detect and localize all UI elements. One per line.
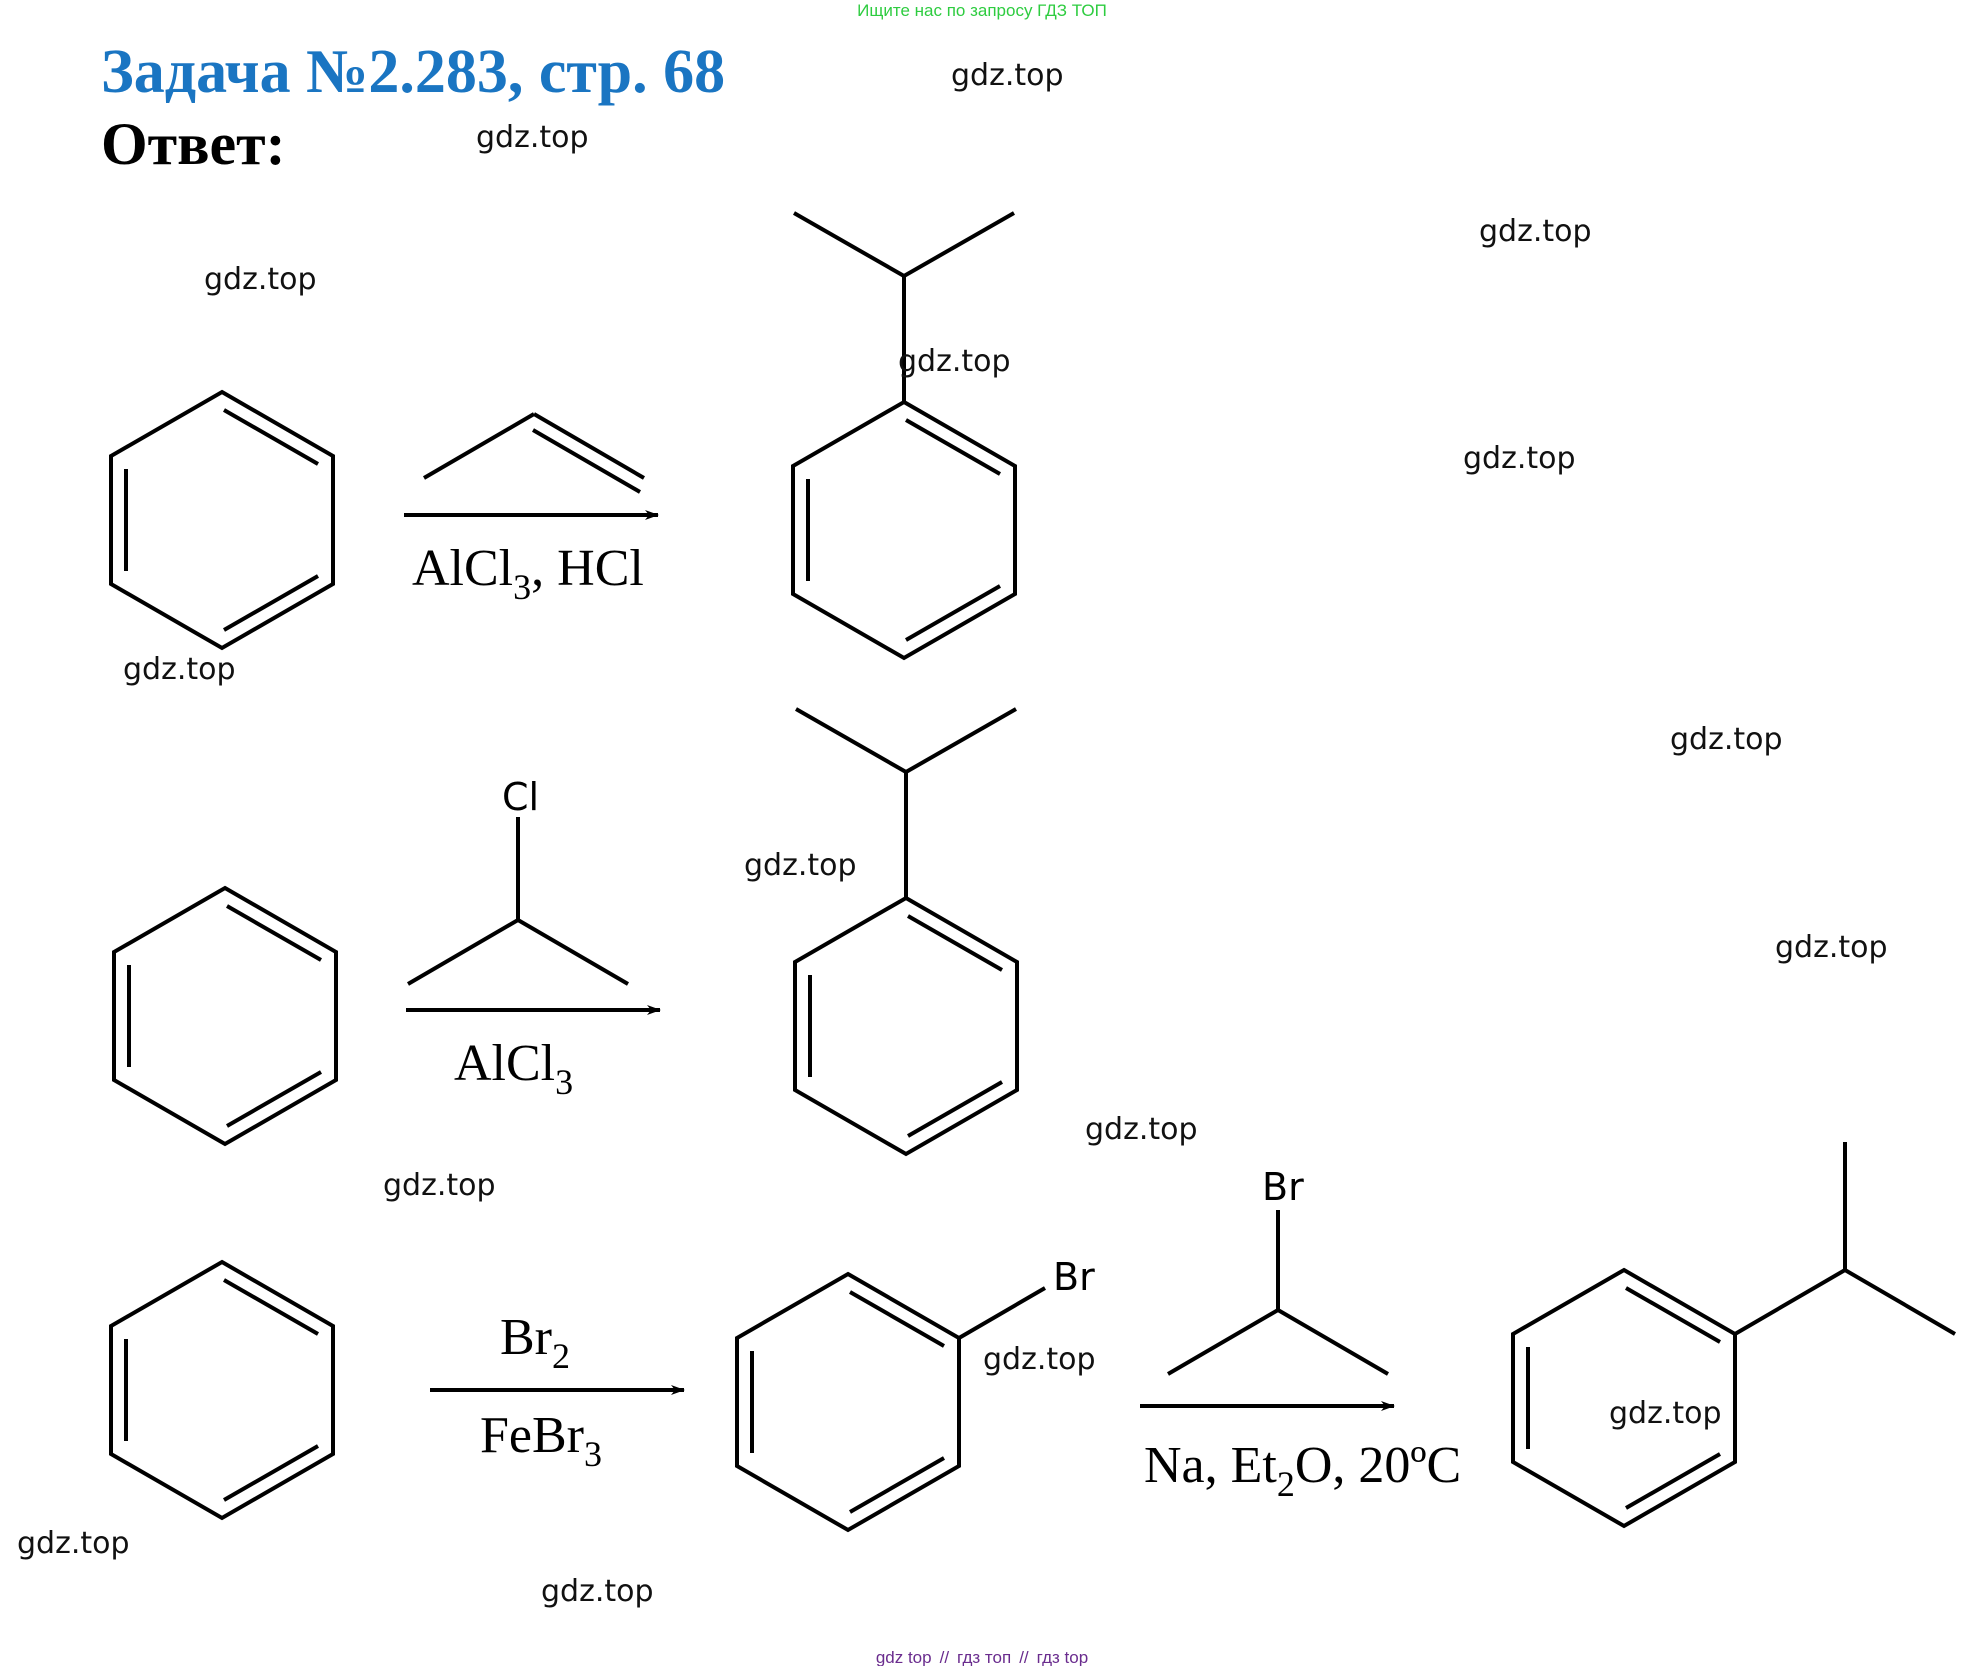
watermark: gdz.top bbox=[17, 1526, 130, 1561]
catalyst-label: FeBr3 bbox=[480, 1407, 602, 1474]
bromine-atom-label-product: Br bbox=[1053, 1255, 1095, 1299]
bromine-main: Br bbox=[500, 1309, 552, 1366]
footer-link-1[interactable]: gdz top bbox=[875, 1648, 932, 1666]
watermark: gdz.top bbox=[476, 120, 589, 155]
watermark: gdz.top bbox=[1085, 1112, 1198, 1147]
bromine-reagent-label: Br2 bbox=[500, 1309, 570, 1376]
bromobenzene-intermediate: Br bbox=[735, 1255, 1095, 1533]
wurtz-tail: O, 20ºC bbox=[1295, 1437, 1461, 1494]
watermark: gdz.top bbox=[744, 848, 857, 883]
isopropyl-chloride-reagent: Cl bbox=[406, 775, 630, 986]
watermark: gdz.top bbox=[383, 1168, 496, 1203]
footer-link-3[interactable]: гдз top bbox=[1036, 1648, 1089, 1666]
benzene-reactant-2 bbox=[112, 885, 338, 1147]
benzene-reactant-3 bbox=[109, 1259, 335, 1521]
bromine-atom-label-reagent: Br bbox=[1262, 1165, 1304, 1209]
wurtz-main: Na, Et bbox=[1144, 1437, 1277, 1494]
cumene-product-2 bbox=[793, 707, 1019, 1157]
footer-links: gdz top // гдз топ // гдз top bbox=[0, 1648, 1964, 1666]
footer-link-2[interactable]: гдз топ bbox=[957, 1648, 1012, 1666]
watermark: gdz.top bbox=[1670, 722, 1783, 757]
conditions-1-main: AlCl bbox=[412, 540, 513, 597]
cumene-product-1 bbox=[791, 211, 1017, 661]
footer-separator: // bbox=[939, 1648, 950, 1666]
chlorine-atom-label: Cl bbox=[502, 775, 539, 819]
propene-reagent bbox=[422, 412, 646, 494]
conditions-2: AlCl3 bbox=[454, 1035, 573, 1102]
task-title: Задача №2.283, стр. 68 bbox=[101, 38, 726, 106]
conditions-1-sub: 3 bbox=[513, 567, 531, 607]
watermark: gdz.top bbox=[123, 652, 236, 687]
watermark: gdz.top bbox=[1463, 441, 1576, 476]
watermark: gdz.top bbox=[1609, 1396, 1722, 1431]
watermark: gdz.top bbox=[1479, 214, 1592, 249]
conditions-2-main: AlCl bbox=[454, 1035, 555, 1092]
wurtz-fittig-conditions: Na, Et2O, 20ºC bbox=[1144, 1437, 1461, 1504]
cumene-product-3 bbox=[1511, 1142, 1957, 1529]
watermark: gdz.top bbox=[951, 58, 1064, 93]
watermark: gdz.top bbox=[983, 1342, 1096, 1377]
watermark: gdz.top bbox=[204, 262, 317, 297]
top-banner-link[interactable]: Ищите нас по запросу ГДЗ ТОП bbox=[857, 1, 1107, 20]
catalyst-sub: 3 bbox=[584, 1434, 602, 1474]
bromine-sub: 2 bbox=[552, 1336, 570, 1376]
catalyst-main: FeBr bbox=[480, 1407, 584, 1464]
watermark: gdz.top bbox=[541, 1574, 654, 1609]
footer-separator: // bbox=[1019, 1648, 1029, 1666]
answer-label: Ответ: bbox=[101, 111, 286, 177]
benzene-reactant-1 bbox=[109, 389, 335, 651]
conditions-2-sub: 3 bbox=[555, 1062, 573, 1102]
wurtz-sub: 2 bbox=[1277, 1464, 1295, 1504]
conditions-1: AlCl3, HCl bbox=[412, 540, 644, 607]
watermark: gdz.top bbox=[898, 344, 1011, 379]
watermark: gdz.top bbox=[1775, 930, 1888, 965]
isopropyl-bromide-reagent: Br bbox=[1166, 1165, 1390, 1376]
conditions-1-tail: , HCl bbox=[531, 540, 644, 597]
